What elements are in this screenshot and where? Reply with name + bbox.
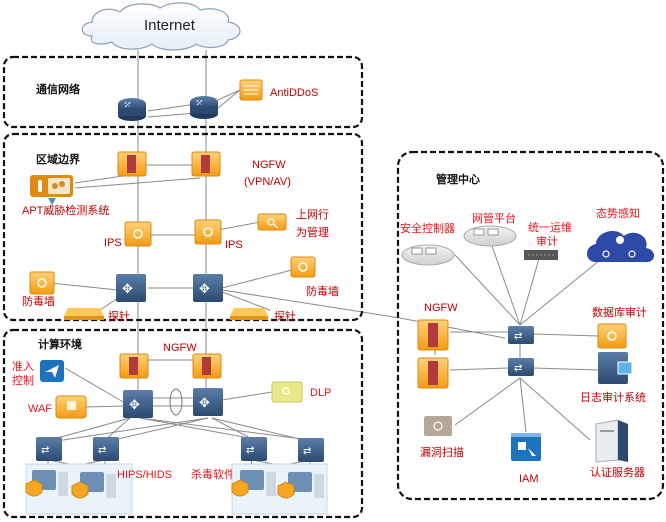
nac-label-line2: 控制 [12, 373, 34, 387]
apt-detection-icon [30, 175, 73, 205]
behavior-mgmt-icon [257, 213, 287, 231]
shield-icon [25, 479, 43, 497]
switch-border-left-icon: ✥ [116, 274, 146, 302]
ops-audit-icon [524, 250, 558, 260]
antiddos-label: AntiDDoS [270, 87, 318, 99]
behavior-mgmt-label-line2: 为管理 [296, 225, 329, 239]
access-switch-1-icon: ⇄ [36, 437, 62, 461]
probe-left-icon [64, 308, 104, 320]
nac-label-line1: 准入 [12, 360, 34, 373]
zone-communication-network [2, 55, 364, 129]
svg-text:✥: ✥ [122, 281, 133, 296]
svg-text:⇄: ⇄ [41, 445, 49, 456]
av-wall-left-icon [29, 271, 55, 295]
ips-right-label: IPS [225, 239, 243, 251]
ops-audit-label-line1: 统一运维 [528, 221, 572, 234]
host-group-right [231, 463, 328, 515]
switch-compute-left-icon: ✥ [123, 390, 153, 418]
probe-left-label: 探针 [108, 309, 130, 323]
ngfw-vpn-label-line2: (VPN/AV) [244, 176, 291, 188]
ngfw-compute-left-icon [119, 353, 149, 379]
probe-right-icon [230, 308, 268, 320]
waf-icon [55, 395, 87, 419]
situational-awareness-icon [587, 230, 655, 263]
router-right-icon: ⤱ [190, 96, 218, 119]
antiddos-icon [239, 79, 263, 101]
ngfw-vpn-label-line1: NGFW [252, 159, 286, 171]
access-switch-2-icon: ⇄ [93, 437, 119, 461]
sec-controller-label: 安全控制器 [400, 221, 455, 235]
shield-icon [71, 481, 89, 499]
ops-audit-label-line2: 审计 [536, 234, 558, 248]
svg-text:⇄: ⇄ [246, 445, 254, 456]
shield-icon [277, 481, 295, 499]
internet-label: Internet [144, 17, 196, 34]
iam-label: IAM [519, 473, 539, 485]
vuln-scan-label: 漏洞扫描 [420, 445, 464, 459]
svg-text:⇄: ⇄ [514, 363, 522, 374]
shield-icon [231, 479, 249, 497]
ngfw-mgmt-top-icon [417, 319, 449, 351]
probe-right-label: 探针 [274, 309, 296, 323]
ips-left-icon [124, 221, 152, 247]
svg-text:⇄: ⇄ [303, 446, 311, 457]
zone-title-compute: 计算环境 [38, 337, 82, 351]
nms-icon [463, 225, 517, 247]
av-wall-right-label: 防毒墙 [306, 284, 339, 298]
router-left-icon: ⤱ [118, 98, 146, 121]
db-audit-label: 数据库审计 [592, 305, 647, 319]
log-audit-label: 日志审计系统 [580, 390, 646, 404]
ips-right-icon [194, 219, 222, 245]
situational-label: 态势感知 [596, 206, 640, 220]
zone-boundary [2, 132, 364, 322]
waf-label: WAF [28, 403, 52, 415]
ngfw-mgmt-label: NGFW [424, 302, 458, 314]
mgmt-core-switch-bottom-icon: ⇄ [508, 358, 534, 376]
iam-icon [511, 433, 541, 461]
auth-server-icon [595, 419, 628, 463]
host-group-left [25, 463, 133, 515]
ngfw-compute-right-icon [192, 353, 222, 379]
zone-compute-environment [2, 328, 364, 519]
svg-text:✥: ✥ [199, 281, 210, 296]
svg-text:✥: ✥ [199, 395, 210, 410]
svg-text:⤱: ⤱ [125, 102, 131, 109]
svg-text:✥: ✥ [129, 397, 140, 412]
zone-title-boundary: 区域边界 [36, 152, 80, 166]
ips-left-label: IPS [104, 237, 122, 249]
apt-label: APT威胁检测系统 [22, 203, 109, 217]
ngfw-mgmt-bottom-icon [417, 357, 449, 389]
hips-label: HIPS/HIDS [117, 469, 172, 481]
zone-title-management: 管理中心 [436, 172, 480, 186]
access-switch-3-icon: ⇄ [241, 437, 267, 461]
dlp-label: DLP [310, 387, 331, 399]
zone-management-center [396, 150, 665, 501]
nms-label: 网管平台 [472, 211, 516, 225]
dlp-icon [271, 381, 303, 403]
zone-title-communication: 通信网络 [36, 82, 80, 96]
ngfw-border-right-icon [191, 151, 221, 177]
switch-compute-right-icon: ✥ [193, 388, 223, 416]
svg-text:⤱: ⤱ [197, 100, 203, 107]
antivirus-label: 杀毒软件 [191, 467, 235, 481]
svg-text:⇄: ⇄ [514, 331, 522, 342]
switch-border-right-icon: ✥ [193, 274, 223, 302]
log-audit-icon [598, 352, 633, 384]
db-audit-icon [597, 323, 627, 349]
svg-text:⇄: ⇄ [98, 445, 106, 456]
vuln-scan-icon [424, 416, 452, 436]
mgmt-core-switch-top-icon: ⇄ [508, 326, 534, 344]
internet-cloud-icon: Internet [81, 2, 241, 51]
behavior-mgmt-label-line1: 上网行 [296, 208, 329, 221]
ngfw-compute-label: NGFW [163, 342, 197, 354]
ngfw-border-left-icon [117, 151, 147, 177]
auth-server-label: 认证服务器 [590, 466, 645, 479]
av-wall-right-icon [290, 256, 316, 278]
sec-controller-icon [401, 244, 455, 266]
av-wall-left-label: 防毒墙 [22, 294, 55, 308]
access-switch-4-icon: ⇄ [298, 438, 324, 462]
nac-icon [40, 360, 64, 382]
